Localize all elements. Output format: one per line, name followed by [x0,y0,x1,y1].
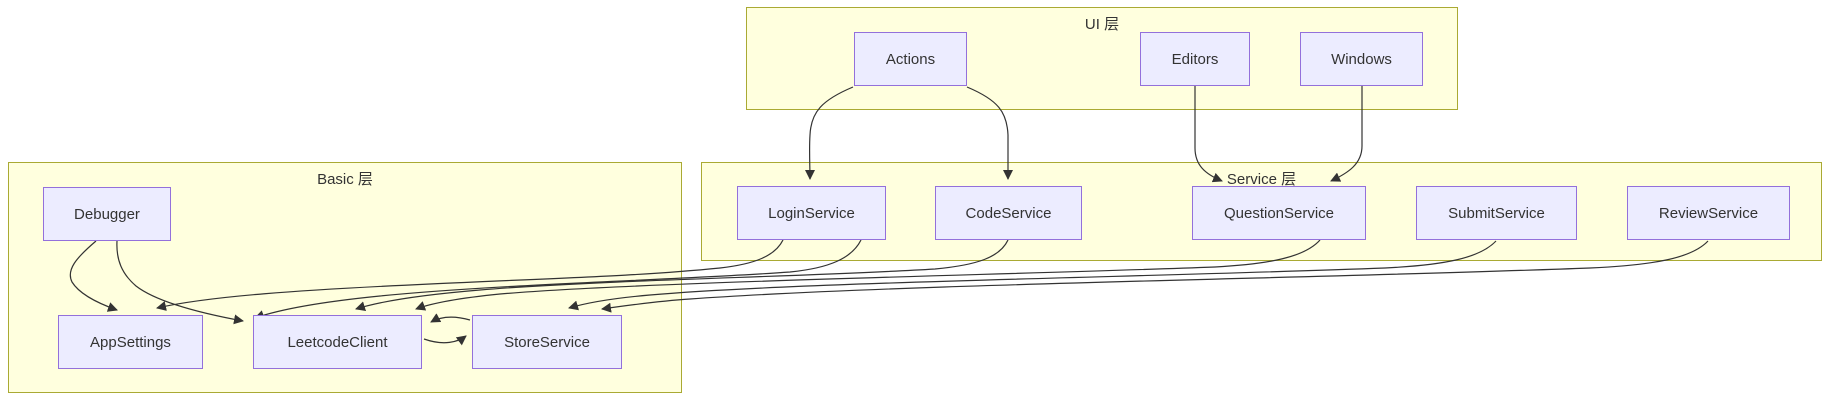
node-appsettings-label: AppSettings [90,333,171,351]
node-loginservice: LoginService [737,186,886,240]
node-storeservice-label: StoreService [504,333,590,351]
node-loginservice-label: LoginService [768,204,855,222]
edge-submitservice-storeservice [568,240,1497,311]
edge-editors-questionservice [1194,85,1223,183]
node-appsettings: AppSettings [58,315,203,369]
cluster-ui-layer-label: UI 层 [1084,16,1120,33]
node-questionservice: QuestionService [1192,186,1366,240]
edge-loginservice-leetcodeclient [254,239,862,320]
node-submitservice-label: SubmitService [1448,204,1545,222]
node-editors-label: Editors [1171,50,1219,68]
node-debugger-label: Debugger [74,205,140,223]
node-reviewservice: ReviewService [1627,186,1790,240]
node-windows-label: Windows [1331,50,1392,68]
edge-loginservice-appsettings [156,239,784,311]
edge-storeservice-leetcodeclient [430,313,471,323]
node-leetcodeclient-label: LeetcodeClient [287,333,388,351]
node-storeservice: StoreService [472,315,622,369]
node-editors: Editors [1140,32,1250,86]
edge-debugger-leetcodeclient [116,240,244,325]
edge-actions-codeservice [966,86,1013,180]
node-actions: Actions [854,32,967,86]
node-debugger: Debugger [43,187,171,241]
edge-leetcodeclient-storeservice [423,335,467,346]
edge-codeservice-leetcodeclient [355,239,1009,312]
edge-actions-loginservice [804,86,854,180]
cluster-service-layer-label: Service 层 [1226,171,1297,188]
node-reviewservice-label: ReviewService [1658,204,1759,222]
node-actions-label: Actions [885,50,936,68]
node-submitservice: SubmitService [1416,186,1577,240]
node-codeservice-label: CodeService [965,204,1052,222]
node-windows: Windows [1300,32,1423,86]
node-questionservice-label: QuestionService [1223,204,1335,222]
edge-windows-questionservice [1330,85,1363,182]
node-leetcodeclient: LeetcodeClient [253,315,422,369]
cluster-basic-layer-label: Basic 层 [317,171,373,188]
edge-debugger-appsettings [69,240,118,312]
edge-reviewservice-storeservice [601,240,1709,313]
node-codeservice: CodeService [935,186,1082,240]
edge-questionservice-leetcodeclient [415,239,1321,311]
